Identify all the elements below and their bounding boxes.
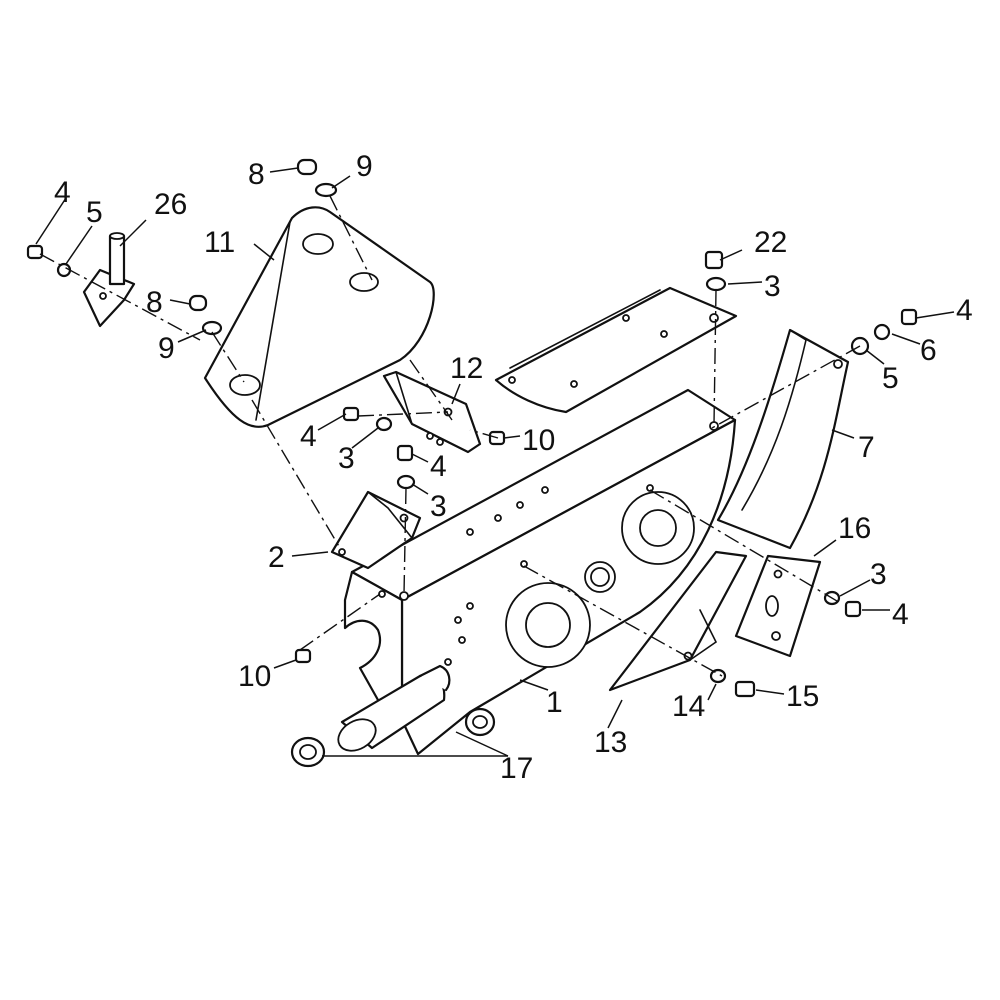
callout-3: 3 xyxy=(870,558,887,591)
part-13-strap xyxy=(608,550,748,692)
callout-10: 10 xyxy=(522,424,555,457)
callout-12: 12 xyxy=(450,352,483,385)
callout-5: 5 xyxy=(882,362,899,395)
callout-4: 4 xyxy=(892,598,909,631)
callout-10: 10 xyxy=(238,660,271,693)
callout-22: 22 xyxy=(754,226,787,259)
part-2-bracket xyxy=(330,490,422,570)
part-12-small-bracket xyxy=(382,370,482,454)
callout-15: 15 xyxy=(786,680,819,713)
top-support-plate xyxy=(494,286,738,414)
part-7-curved-guard xyxy=(716,328,850,550)
callout-8: 8 xyxy=(248,158,265,191)
fasteners xyxy=(26,158,918,698)
callout-3: 3 xyxy=(338,442,355,475)
callout-17: 17 xyxy=(500,752,533,785)
callout-5: 5 xyxy=(86,196,103,229)
callout-9: 9 xyxy=(158,332,175,365)
leader-lines xyxy=(35,167,955,757)
callout-11: 11 xyxy=(204,226,235,259)
callout-4: 4 xyxy=(956,294,973,327)
callouts: 1 2 3 3 3 3 4 4 4 4 4 5 5 6 7 8 8 9 9 10… xyxy=(54,150,973,785)
callout-4: 4 xyxy=(430,450,447,483)
callout-7: 7 xyxy=(858,431,875,464)
callout-3: 3 xyxy=(764,270,781,303)
callout-16: 16 xyxy=(838,512,871,545)
callout-1: 1 xyxy=(546,686,563,719)
callout-8: 8 xyxy=(146,286,163,319)
callout-26: 26 xyxy=(154,188,187,221)
callout-13: 13 xyxy=(594,726,627,759)
callout-4: 4 xyxy=(300,420,317,453)
callout-9: 9 xyxy=(356,150,373,183)
callout-3: 3 xyxy=(430,490,447,523)
callout-14: 14 xyxy=(672,690,705,723)
part-17-bushings xyxy=(290,707,496,768)
assembly-lines xyxy=(39,195,861,677)
callout-2: 2 xyxy=(268,541,285,574)
part-16-plate xyxy=(734,554,822,658)
callout-6: 6 xyxy=(920,334,937,367)
part-26-pin-bracket xyxy=(82,232,136,328)
callout-4: 4 xyxy=(54,176,71,209)
part-11-cover-plate xyxy=(203,206,435,428)
